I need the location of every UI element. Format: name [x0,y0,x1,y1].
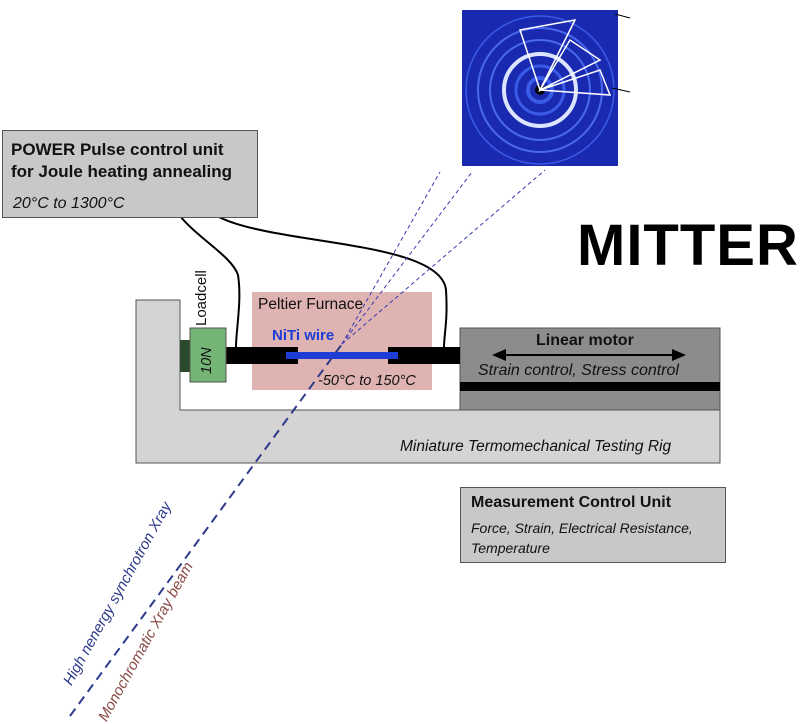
right-grip [388,347,460,364]
detector-pointer [614,13,631,19]
testing-rig-label: Miniature Termomechanical Testing Rig [400,438,672,455]
furnace-temperature-range: -50°C to 150°C [318,373,416,389]
left-grip [226,347,298,364]
niti-wire [286,352,398,359]
integration-sector [519,18,577,92]
detector-pointer [611,87,631,93]
integration-sector [539,69,612,96]
beam-projection-line [341,169,546,345]
diffraction-ring [514,64,566,116]
measurement-unit-subtitle-line2: Temperature [471,540,550,556]
double-arrow-icon [492,349,686,361]
power-unit-title-line2: for Joule heating annealing [11,162,233,181]
diffraction-ring [477,27,603,153]
power-unit-range: 20°C to 1300°C [13,195,125,212]
linear-motor-rail [460,382,720,391]
diffraction-ring [465,15,615,165]
xray-beam-line [69,343,343,717]
power-pulse-control-unit: POWER Pulse control unit for Joule heati… [2,130,258,218]
measurement-control-unit: Measurement Control Unit Force, Strain, … [460,487,726,563]
power-cable-right [199,193,448,348]
brand-title: MITTER [577,213,799,278]
linear-motor-subtitle: Strain control, Stress control [478,362,679,379]
diffraction-pattern [452,0,631,176]
loadcell-mount [180,340,192,372]
power-unit-title-line1: POWER Pulse control unit [11,140,224,159]
beam-projection-line [341,171,473,345]
peltier-furnace [252,292,432,390]
xray-beam-continuation [341,171,441,345]
measurement-unit-subtitle: Force, Strain, Electrical Resistance, Te… [471,518,727,558]
linear-motor-title: Linear motor [536,332,634,349]
linear-motor-block [459,327,721,411]
power-unit-title: POWER Pulse control unit for Joule heati… [11,139,232,183]
niti-wire-label: NiTi wire [272,327,335,344]
diffraction-ring [502,52,578,128]
loadcell-body [189,327,227,383]
measurement-unit-subtitle-line1: Force, Strain, Electrical Resistance, [471,520,693,536]
integration-sector [538,38,602,92]
furnace-title: Peltier Furnace [258,296,364,313]
measurement-unit-title: Measurement Control Unit [471,494,672,511]
diffraction-ring [489,39,591,141]
diffraction-ring [526,76,554,104]
